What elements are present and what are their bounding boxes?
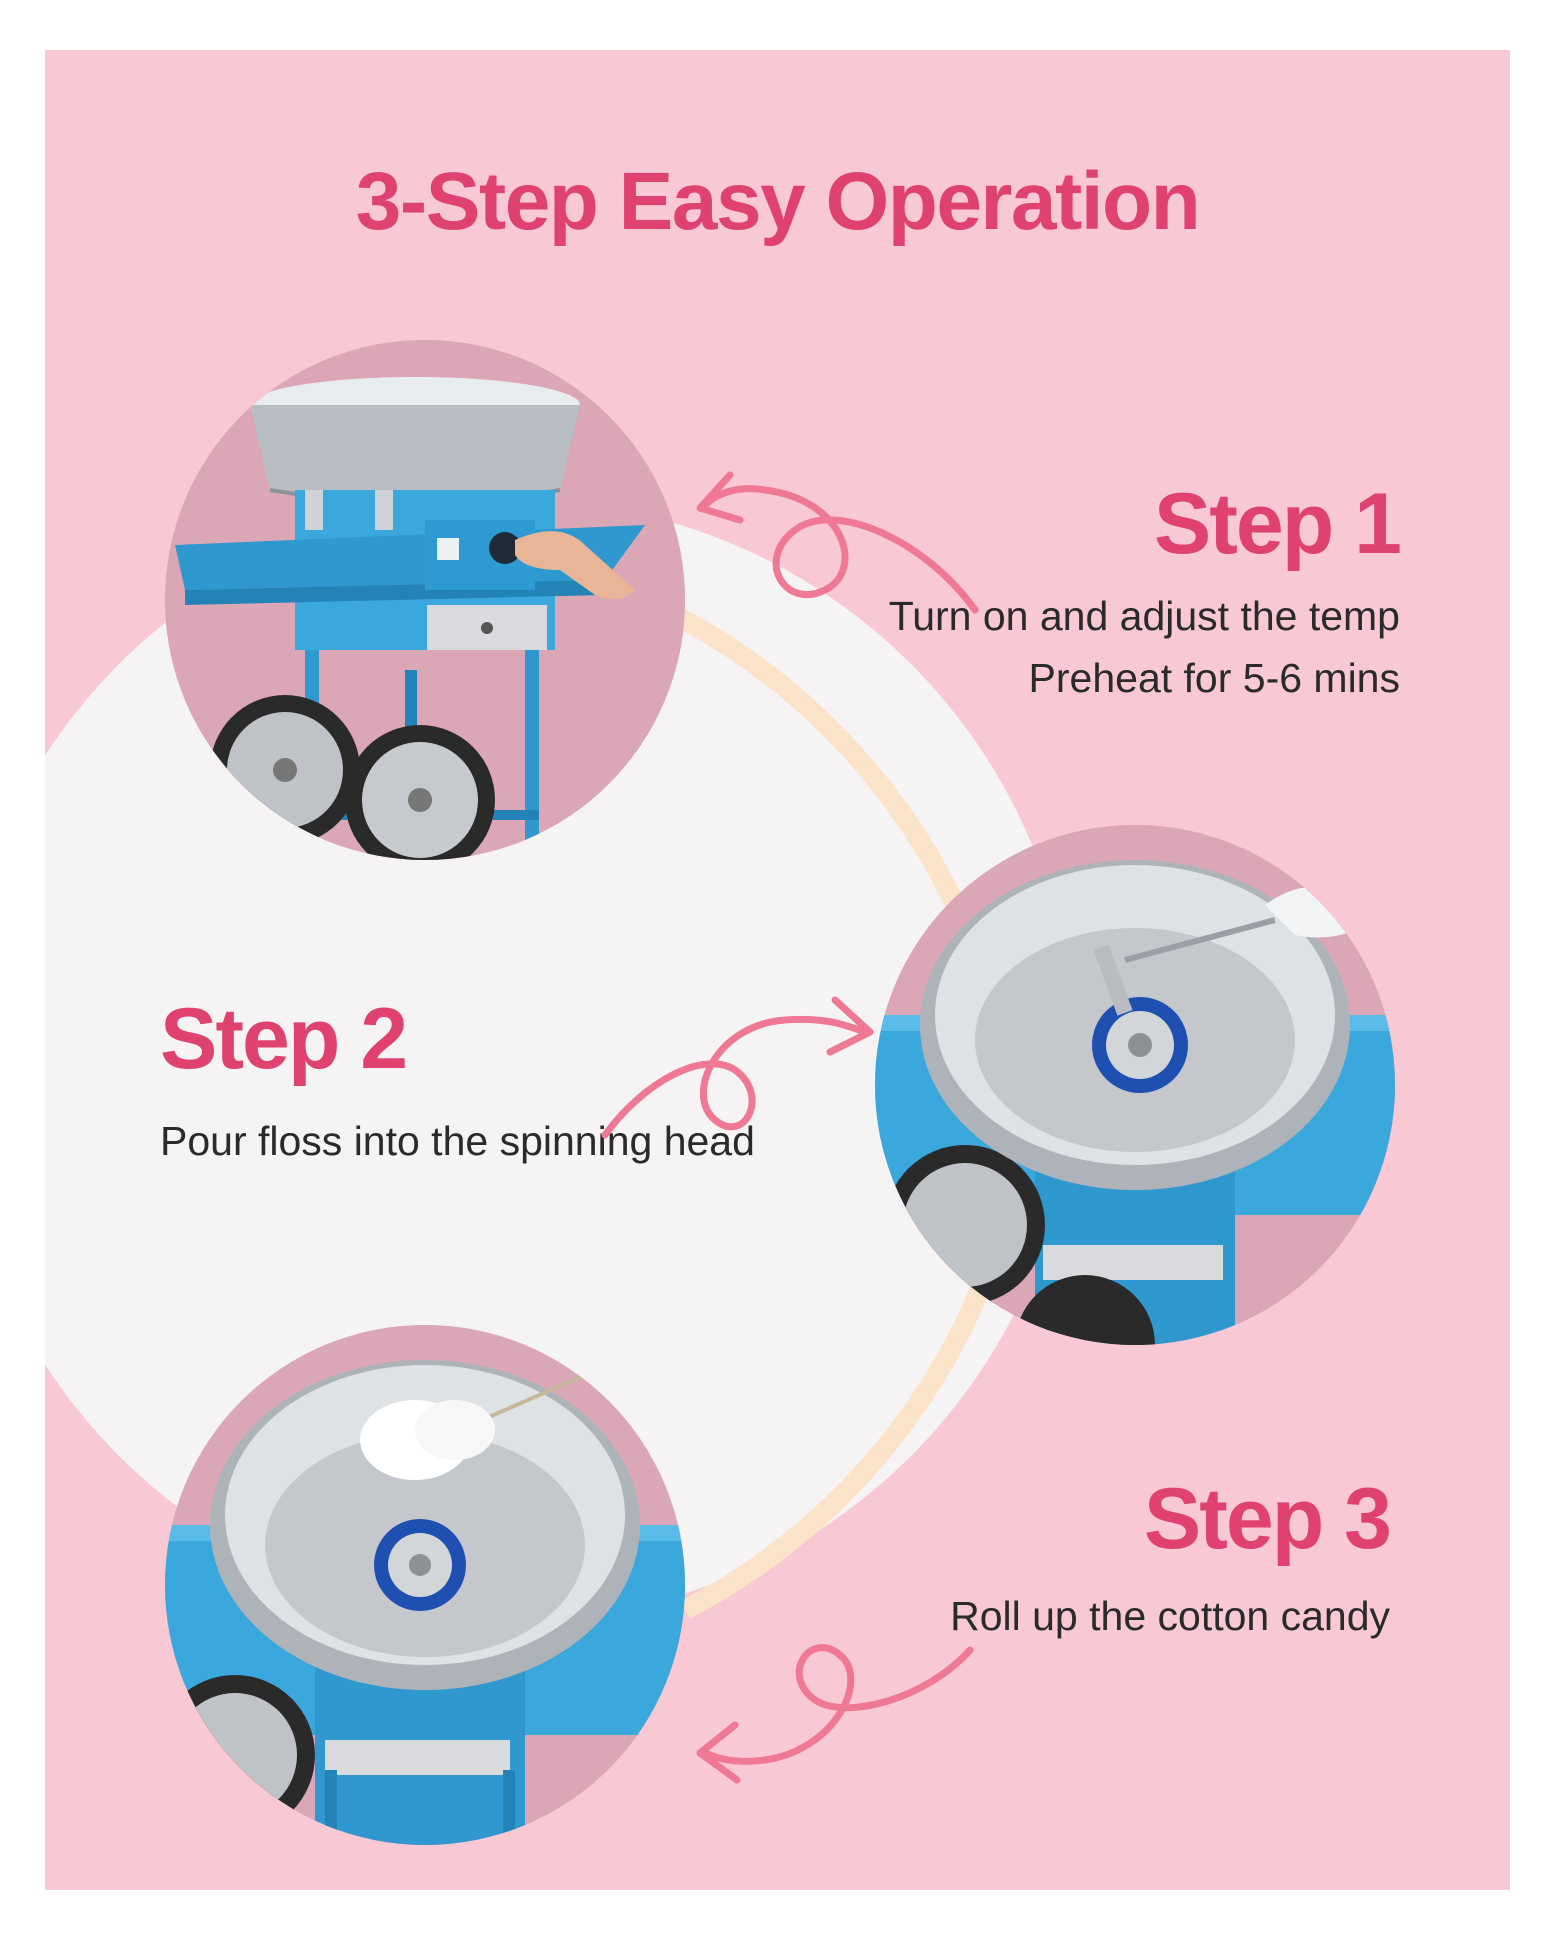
curly-arrow-right-icon (601, 996, 874, 1139)
step-1-line-1: Turn on and adjust the temp (888, 593, 1400, 639)
step-2-line-1: Pour floss into the spinning head (160, 1118, 755, 1164)
step-2-photo (875, 825, 1395, 1345)
page-title: 3-Step Easy Operation (355, 156, 1201, 247)
infographic-panel: 3-Step Easy Operation Step 1 Turn on and… (45, 50, 1510, 1890)
step-1-description: Turn on and adjust the temp Preheat for … (889, 585, 1400, 709)
step-2-description: Pour floss into the spinning head (160, 1110, 755, 1172)
curly-arrow-left-icon (696, 471, 979, 614)
cream-ring-arc (680, 1246, 1005, 1619)
step-1-photo (165, 340, 685, 860)
step-3-line-1: Roll up the cotton candy (950, 1593, 1390, 1639)
step-3-description: Roll up the cotton candy (950, 1585, 1390, 1647)
step-3-photo (165, 1325, 685, 1845)
cream-ring-arc (660, 601, 985, 954)
step-1-line-2: Preheat for 5-6 mins (1028, 655, 1400, 701)
step-3-title: Step 3 (1143, 1471, 1392, 1567)
step-2-title: Step 2 (160, 991, 408, 1087)
step-1-title: Step 1 (1153, 476, 1402, 572)
curly-arrow-left-icon (696, 1644, 974, 1784)
